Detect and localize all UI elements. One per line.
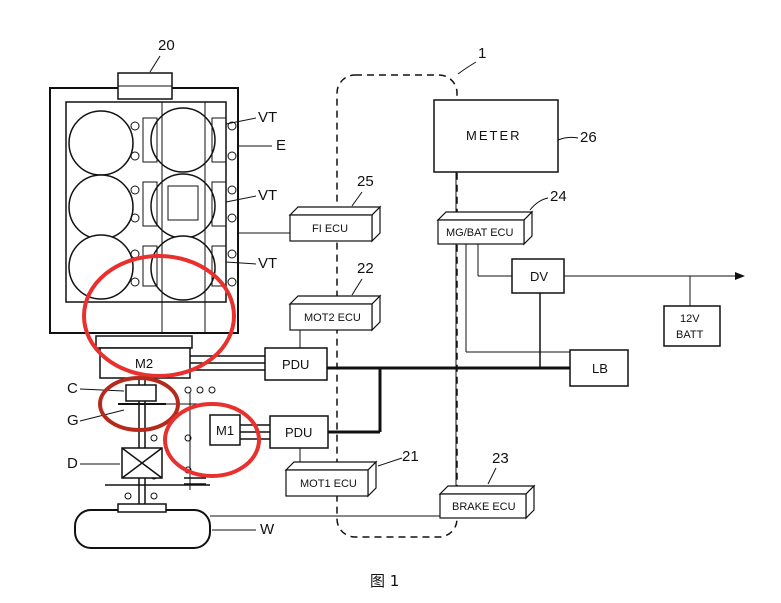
lb-box <box>569 349 629 387</box>
dv-box <box>511 258 565 294</box>
pdu-upper-label: PDU <box>282 357 309 372</box>
cylinder-1 <box>68 110 134 176</box>
mg-bat-ecu-label: MG/BAT ECU <box>446 227 513 239</box>
dv-label: DV <box>530 269 548 284</box>
mgbat-signal-lines <box>455 244 570 512</box>
dv-output-arrow <box>735 272 745 280</box>
mot1-ecu-box <box>284 460 378 498</box>
cylinder-4 <box>150 107 216 173</box>
ref-vt-bot: VT <box>258 255 277 272</box>
ref-24: 24 <box>550 188 567 205</box>
m2-plate <box>95 335 193 349</box>
ref-20: 20 <box>158 37 175 54</box>
highlight-clutch-gear <box>98 376 180 432</box>
ref-vt-top-leader <box>225 117 257 125</box>
fi-ecu-box <box>288 205 382 243</box>
power-bus <box>327 366 570 434</box>
figure-caption: 图 1 <box>370 572 399 590</box>
m1-label: M1 <box>216 423 234 438</box>
mg-bat-ecu-box <box>436 210 534 246</box>
wheel-hub <box>117 503 167 513</box>
mot2-ecu-label: MOT2 ECU <box>304 312 361 324</box>
clutch-box <box>125 384 157 402</box>
ref-23: 23 <box>492 450 509 467</box>
ref-24-leader <box>529 197 549 211</box>
brake-ecu-box <box>438 484 536 520</box>
batt-12v-line2: BATT <box>676 329 704 341</box>
cylinder-2 <box>68 174 134 240</box>
valve-mechanism <box>130 102 237 332</box>
ref-26: 26 <box>580 129 597 146</box>
pdu-lower-label: PDU <box>285 425 312 440</box>
mot1-ecu-label: MOT1 ECU <box>300 478 357 490</box>
ref-22-leader <box>351 278 363 296</box>
ref-d: D <box>67 455 78 472</box>
m1-box <box>209 414 241 446</box>
differential-x2 <box>121 447 163 479</box>
ref-25-leader <box>351 191 363 207</box>
ref-vt-mid: VT <box>258 187 277 204</box>
ref-e: E <box>276 137 286 154</box>
mot2-ecu-box <box>288 294 382 332</box>
cylinder-3 <box>68 234 134 300</box>
ref-21: 21 <box>402 448 419 465</box>
cylinder-6 <box>150 235 216 301</box>
ref-vt-bot-leader <box>225 261 257 265</box>
highlight-m1 <box>163 402 261 478</box>
brake-ecu-label: BRAKE ECU <box>452 501 516 513</box>
ref-vt-mid-leader <box>225 195 257 203</box>
ref-system-leader <box>457 61 477 75</box>
m2-label: M2 <box>135 356 153 371</box>
lb-label: LB <box>592 361 608 376</box>
pdu-lower <box>269 415 329 449</box>
meter-box <box>433 99 559 173</box>
pdu-upper <box>264 347 328 381</box>
ref-22: 22 <box>357 260 374 277</box>
ref-21-leader <box>377 457 403 467</box>
highlight-engine-m2 <box>82 254 236 378</box>
ref-26-leader <box>557 136 579 141</box>
ref-25: 25 <box>357 173 374 190</box>
ref-vt-top: VT <box>258 109 277 126</box>
ref-w: W <box>260 521 275 538</box>
ref-c-leader <box>79 388 125 392</box>
ref-20-leader <box>149 55 161 73</box>
batt-12v-line1: 12V <box>680 313 700 325</box>
fi-ecu-label: FI ECU <box>312 223 348 235</box>
ref-c: C <box>67 380 78 397</box>
meter-label: METER <box>466 128 522 143</box>
ref-system: 1 <box>478 45 486 62</box>
ref-23-leader <box>487 467 497 485</box>
batt-12v-box <box>663 305 721 347</box>
ref-g: G <box>67 412 79 429</box>
wheel <box>74 509 211 549</box>
